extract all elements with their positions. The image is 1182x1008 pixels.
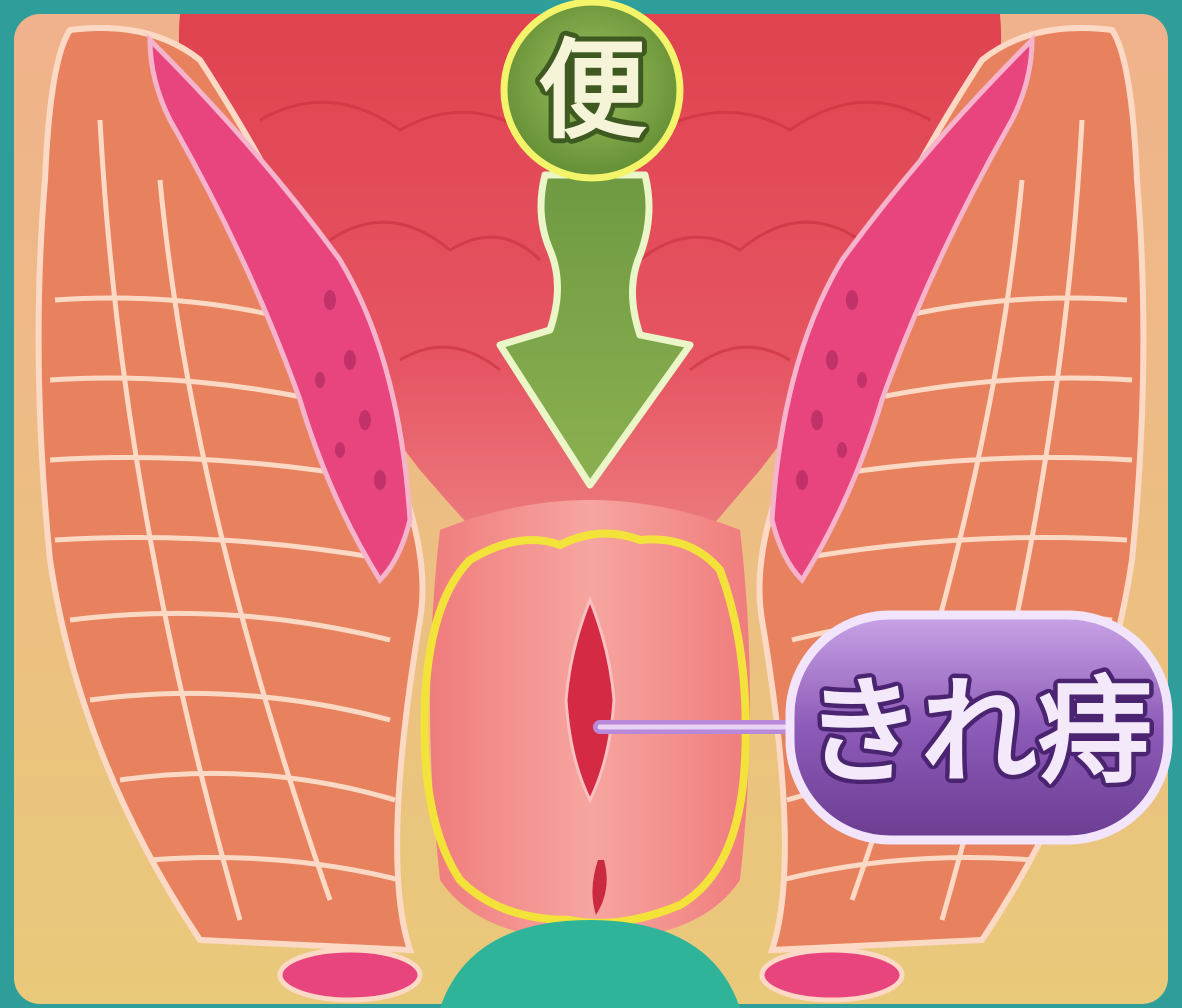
fissure-label: きれ痔: [805, 665, 1153, 800]
left-external-plexus: [280, 950, 420, 1000]
stool-label: 便: [538, 29, 647, 154]
right-external-plexus: [762, 950, 902, 1000]
